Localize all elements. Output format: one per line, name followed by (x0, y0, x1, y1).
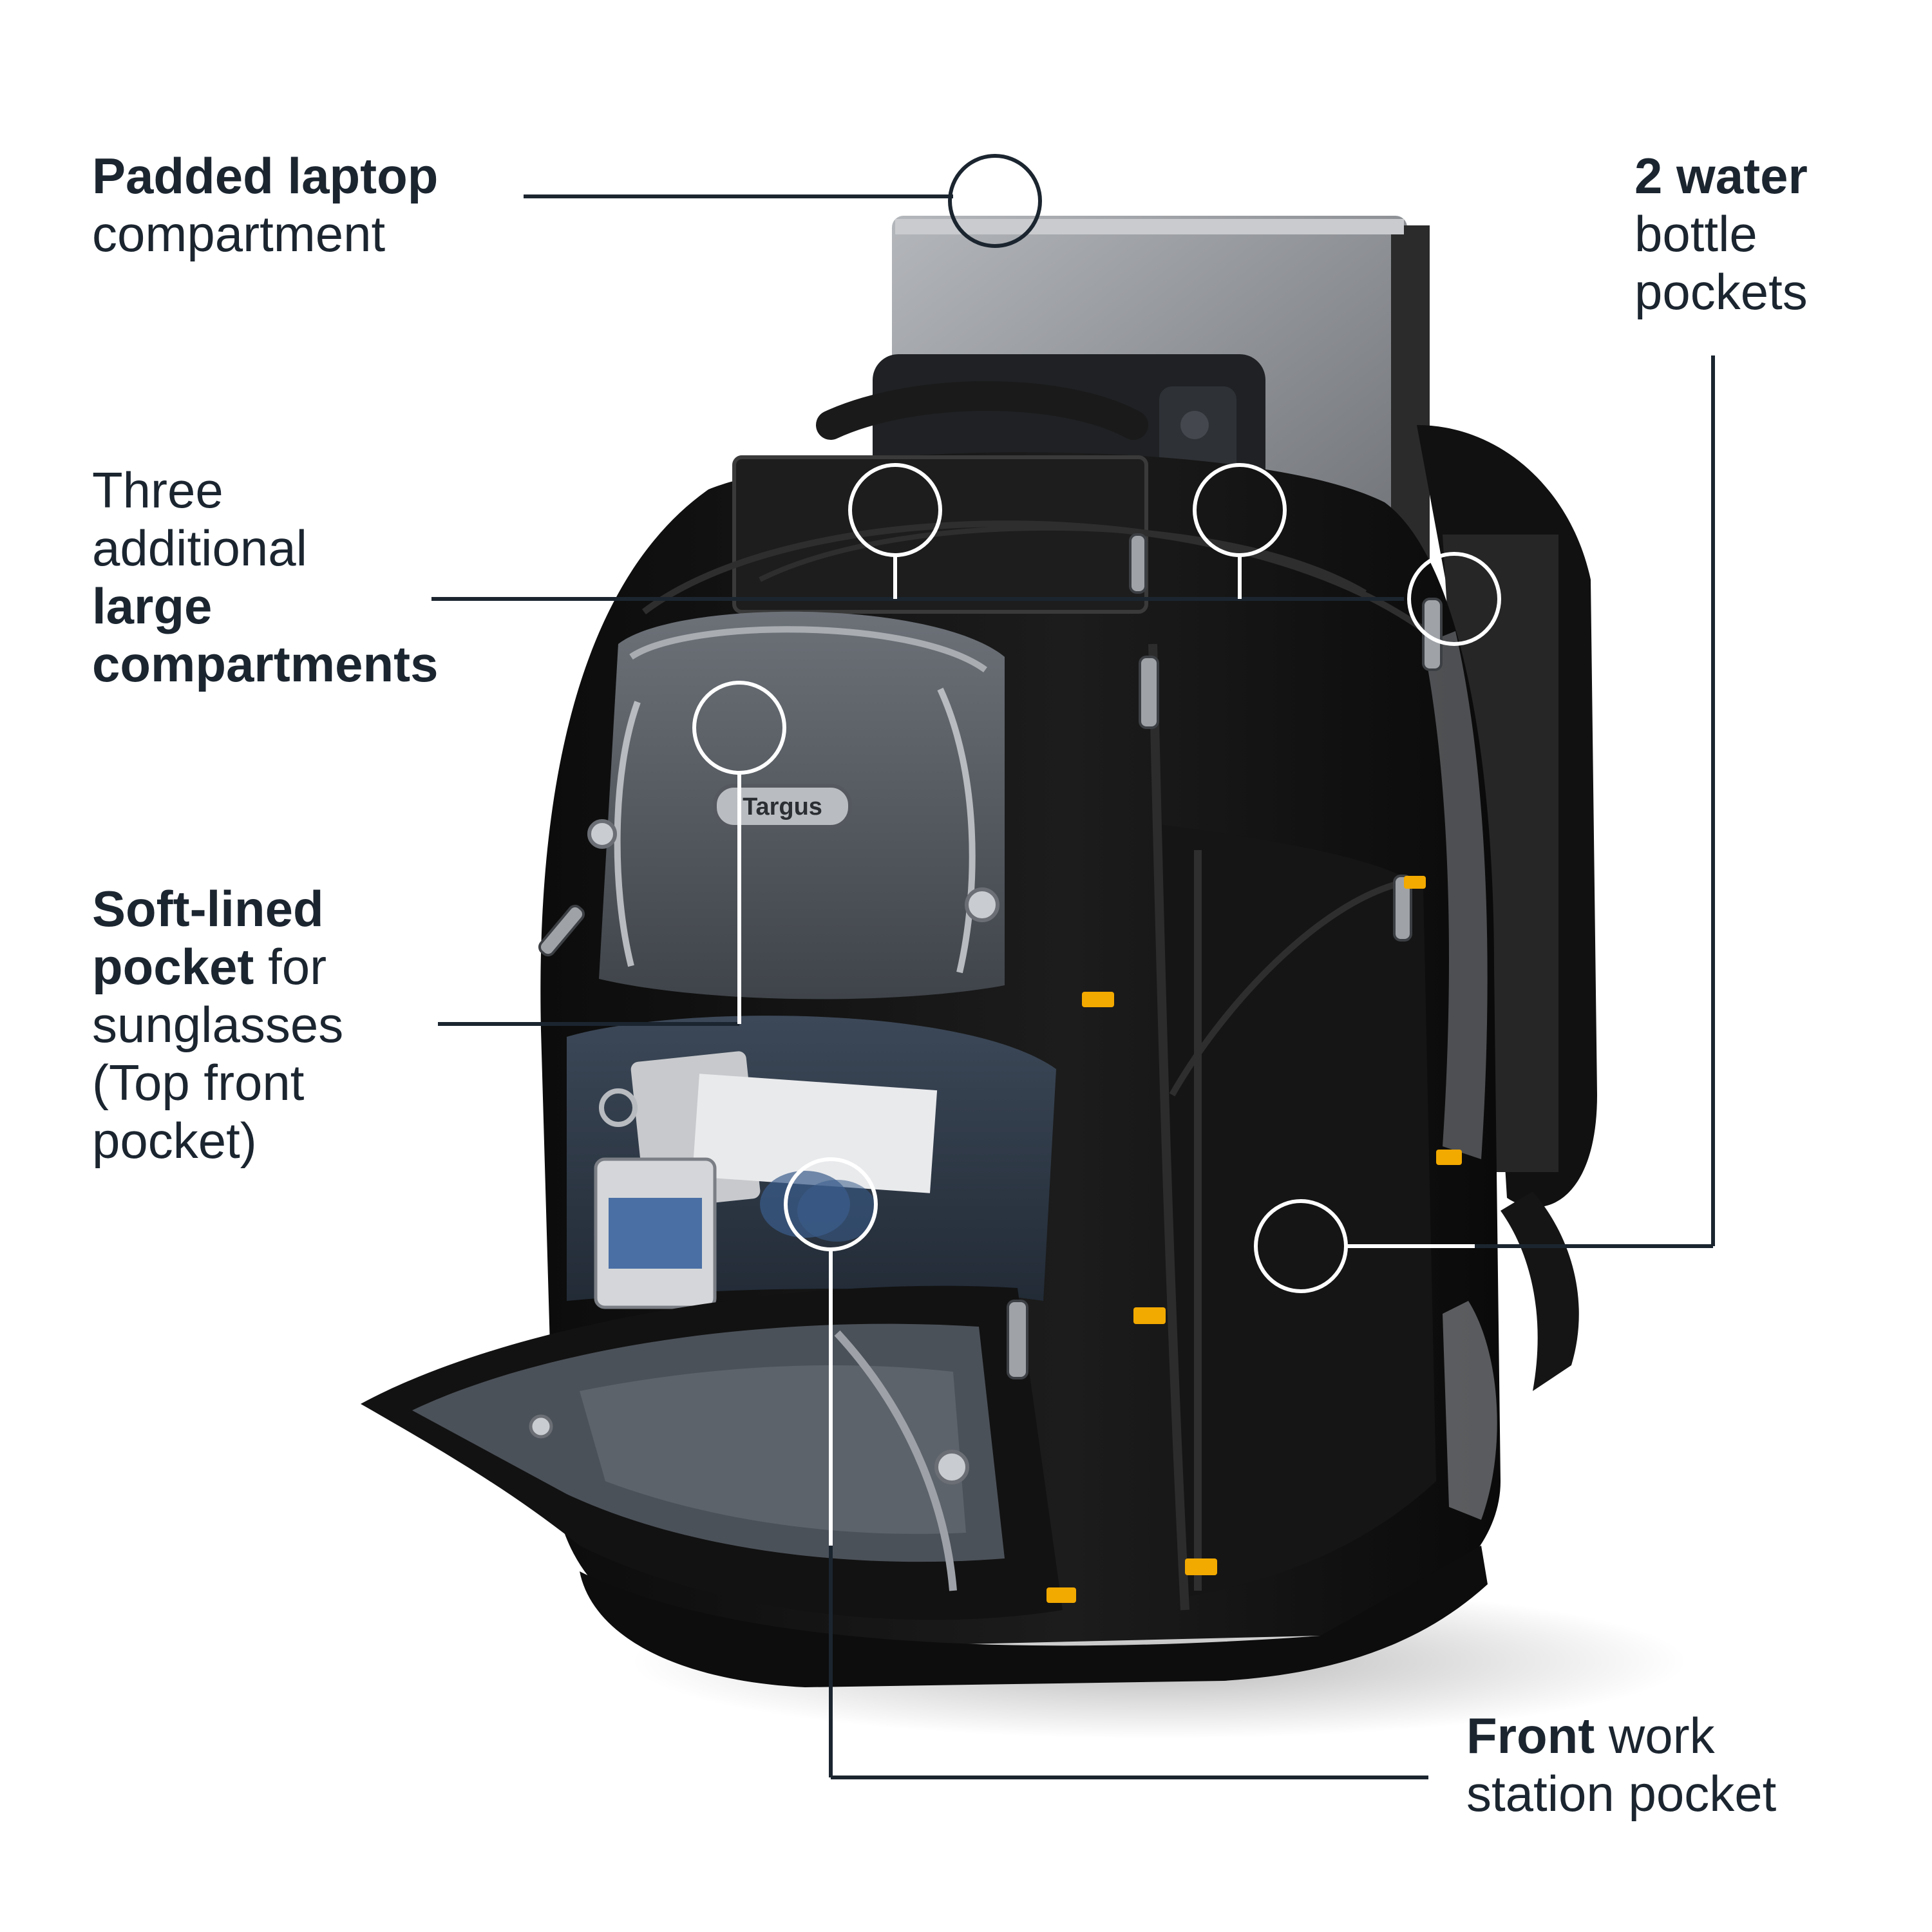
callout-sunglasses-line4: (Top front (92, 1054, 305, 1111)
callout-laptop: Padded laptop compartment (92, 147, 438, 263)
callout-compartments-line2: additional (92, 520, 307, 576)
side-mesh-pocket (1423, 631, 1488, 1159)
callout-sunglasses-line3: sunglasses (92, 996, 344, 1053)
backpack-base (580, 1546, 1488, 1687)
callout-workstation-bold: Front (1466, 1707, 1595, 1764)
grommet (934, 1450, 969, 1484)
callout-water-line3: pockets (1634, 263, 1808, 320)
callout-water-bottle: 2 water bottle pockets (1634, 147, 1808, 321)
pocket-items (594, 1051, 938, 1309)
callout-sunglasses-bold2: pocket (92, 938, 254, 995)
top-handle (816, 381, 1148, 440)
callout-compartments-bold1: large (92, 578, 213, 634)
callout-compartments-line1: Three (92, 462, 223, 518)
callout-laptop-bold: Padded laptop (92, 147, 439, 204)
grommet (965, 887, 999, 922)
brand-badge: Targus (713, 784, 852, 829)
callout-lines (431, 154, 1715, 1779)
brand-logo-text: Targus (743, 793, 822, 820)
yellow-accent-tabs (1046, 876, 1462, 1603)
callout-sunglasses-bold1: Soft-lined (92, 880, 324, 937)
callout-compartments: Three additional large compartments (92, 461, 438, 693)
callout-water-bold: 2 water (1634, 147, 1808, 204)
callout-water-line2: bottle (1634, 205, 1757, 262)
callout-compartments-bold2: compartments (92, 636, 439, 692)
callout-sunglasses-rest2: for (254, 938, 327, 995)
zipper-pulls (538, 533, 1443, 1379)
callout-sunglasses: Soft-lined pocket for sunglasses (Top fr… (92, 880, 343, 1170)
callout-workstation-line2: station pocket (1466, 1765, 1777, 1822)
callout-workstation-rest1: work (1595, 1707, 1715, 1764)
callout-sunglasses-line5: pocket) (92, 1112, 257, 1169)
callout-laptop-normal: compartment (92, 205, 386, 262)
callout-workstation: Front work station pocket (1466, 1707, 1776, 1823)
grommet (529, 1414, 553, 1439)
grommet (587, 819, 617, 849)
